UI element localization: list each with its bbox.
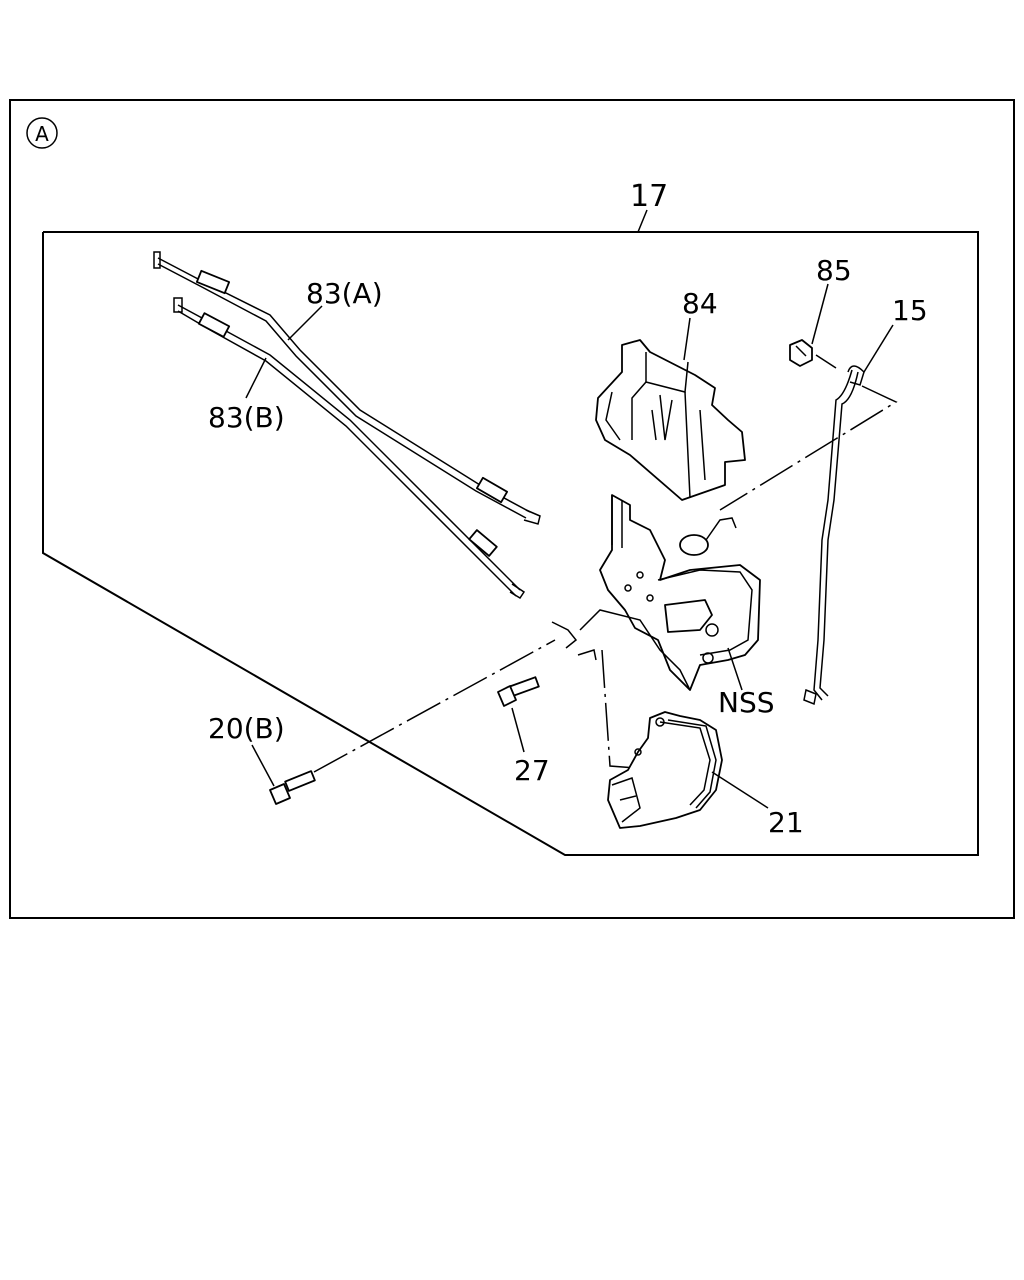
door-cables — [153, 251, 541, 600]
guide-line-bolt — [313, 639, 556, 773]
callout-actuator: 21 — [768, 806, 804, 839]
assembly-boundary — [42, 231, 979, 856]
guide-line-actuator — [601, 649, 637, 769]
latch-part — [551, 494, 761, 691]
outer-frame — [9, 99, 1015, 919]
rod-part — [803, 365, 865, 706]
section-marker-text: A — [35, 122, 49, 146]
assembly-leader — [637, 209, 648, 233]
callout-bolt: 20(B) — [208, 712, 285, 745]
callout-rod: 15 — [892, 294, 928, 327]
clip-leader — [811, 283, 829, 345]
callout-cable-b: 83(B) — [208, 401, 285, 434]
actuator-part — [607, 711, 723, 829]
callout-latch: NSS — [718, 686, 775, 719]
callout-cable-a: 83(A) — [306, 277, 383, 310]
cable-a-leader — [287, 305, 323, 341]
guide-line-rod — [719, 385, 898, 511]
bolt-leader — [251, 744, 275, 787]
bolt-part — [269, 770, 316, 805]
callout-screw: 27 — [514, 754, 550, 787]
section-marker: A — [26, 117, 58, 149]
latch-leader — [727, 647, 743, 691]
rod-leader — [863, 324, 894, 373]
screw-part — [497, 676, 540, 707]
bracket-leader — [683, 317, 691, 361]
cable-b-leader — [245, 357, 267, 399]
actuator-leader — [711, 771, 769, 809]
clip-part — [789, 339, 837, 369]
screw-leader — [511, 707, 525, 753]
assembly-label: 17 — [630, 179, 668, 214]
callout-clip: 85 — [816, 254, 852, 287]
callout-bracket: 84 — [682, 287, 718, 320]
bracket-part — [595, 339, 746, 501]
